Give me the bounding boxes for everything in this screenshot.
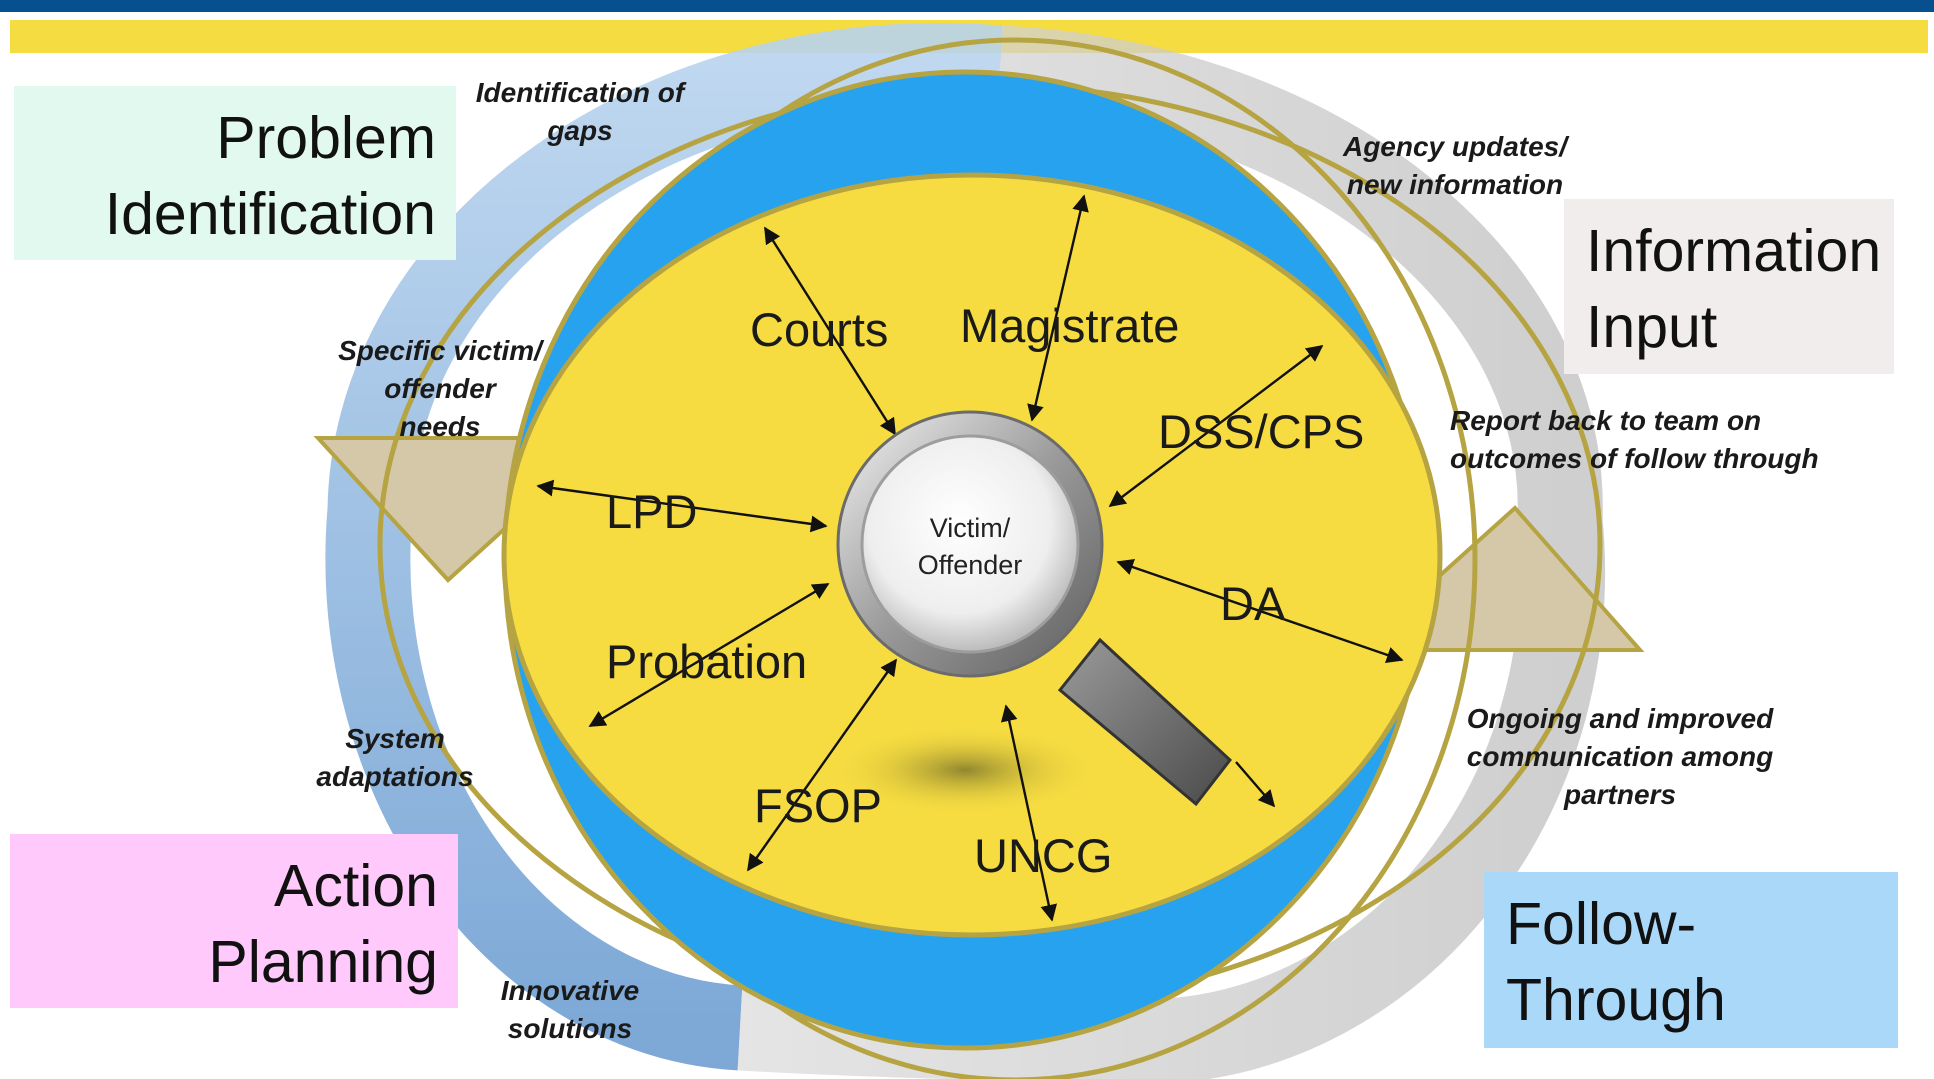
- arrow-uncg: [1000, 704, 1058, 922]
- arrow-courts: [763, 226, 897, 436]
- partner-fsop: FSOP: [754, 779, 882, 832]
- arrow-probation: [588, 582, 830, 728]
- stage-action-planning: Action Planning: [10, 834, 458, 1008]
- partner-probation: Probation: [606, 635, 808, 688]
- arrow-lpd: [536, 479, 828, 533]
- arrow-dss-cps: [1108, 344, 1324, 508]
- magnifier-lens: [860, 434, 1080, 654]
- stage-follow-through: Follow- Through: [1484, 872, 1898, 1048]
- stage-problem-identification-label: Problem Identification: [104, 105, 436, 247]
- note-report-back: Report back to team on outcomes of follo…: [1450, 405, 1819, 474]
- note-innovative-solutions: Innovative solutions: [500, 975, 640, 1044]
- note-ongoing-communication: Ongoing and improved communication among…: [1466, 703, 1774, 810]
- stage-information-input-label: Information Input: [1586, 218, 1882, 360]
- arrow-lower-right: [1235, 761, 1276, 808]
- outer-cycle-arrows: [313, 23, 1645, 1079]
- note-system-adaptations: System adaptations: [316, 723, 474, 792]
- partner-lpd: LPD: [606, 485, 698, 538]
- stage-information-input: Information Input: [1564, 199, 1894, 374]
- partner-courts: Courts: [750, 303, 889, 356]
- arrow-fsop: [747, 658, 897, 872]
- header-top-bar: [0, 0, 1934, 12]
- note-identification-of-gaps: Identification of gaps: [475, 77, 685, 146]
- partner-da: DA: [1220, 577, 1286, 630]
- note-agency-updates: Agency updates/ new information: [1342, 131, 1568, 200]
- center-victim-offender-label: Victim/ Offender: [917, 513, 1023, 580]
- partner-uncg: UNCG: [974, 829, 1113, 882]
- arrow-magistrate: [1027, 194, 1089, 422]
- magnifier-handle: [1057, 637, 1233, 807]
- partner-dss-cps: DSS/CPS: [1158, 405, 1365, 458]
- partner-arrows: [536, 194, 1404, 922]
- stage-problem-identification: Problem Identification: [14, 86, 456, 260]
- stage-follow-through-label: Follow- Through: [1506, 891, 1726, 1033]
- partner-magistrate: Magistrate: [960, 299, 1180, 352]
- stage-action-planning-label: Action Planning: [208, 853, 438, 995]
- note-specific-needs: Specific victim/ offender needs: [338, 335, 542, 442]
- magnifying-glass-icon: [836, 410, 1233, 807]
- arrow-da: [1116, 558, 1404, 664]
